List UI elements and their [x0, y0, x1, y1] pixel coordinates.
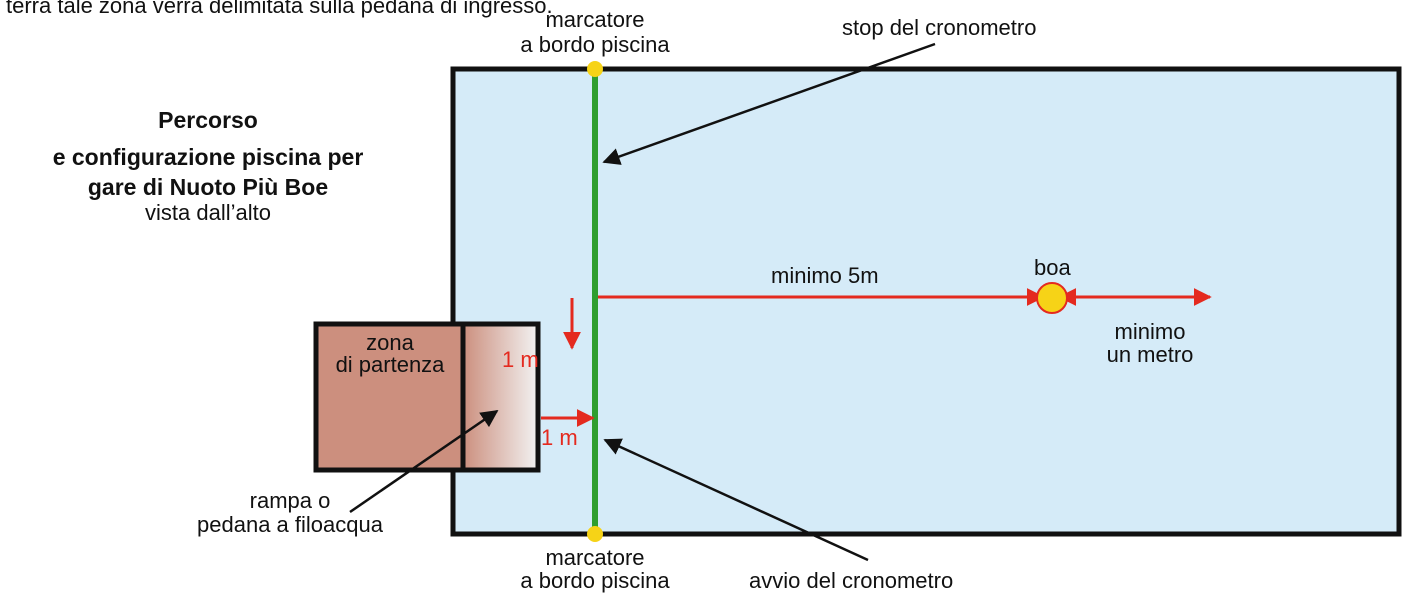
pointer-stop-timer — [602, 42, 936, 165]
title-line3: gare di Nuoto Più Boe — [87, 174, 329, 200]
start-zone-label-1: zona — [366, 330, 414, 355]
title-line4: vista dall’alto — [145, 200, 271, 225]
stop-timer-label: stop del cronometro — [842, 15, 1037, 40]
buoy-icon — [1036, 282, 1068, 314]
one-m-upper-label: 1 m — [502, 347, 539, 372]
marker-top — [587, 61, 603, 77]
marker-top-label-1: marcatore — [545, 7, 645, 32]
ramp — [460, 321, 541, 473]
ramp-label-2: pedana a filoacqua — [197, 512, 383, 537]
pointer-ramp — [349, 409, 499, 514]
pool-area — [450, 66, 1402, 537]
marker-top-label-2: a bordo piscina — [520, 32, 670, 57]
buoy-label: boa — [1034, 255, 1071, 280]
marker-bottom — [587, 526, 603, 542]
min-one-meter-label-1: minimo — [1114, 319, 1186, 344]
title-line1: Percorso — [158, 107, 258, 133]
header-text: terra tale zona verrà delimitata sulla p… — [6, 0, 553, 18]
start-timer-label: avvio del cronometro — [749, 568, 954, 593]
marker-bottom-label-1: marcatore — [545, 545, 645, 570]
marker-bottom-label-2: a bordo piscina — [520, 568, 670, 593]
min-one-meter-label-2: un metro — [1106, 342, 1194, 367]
min-5m-label: minimo 5m — [771, 263, 879, 288]
title-line2: e configurazione piscina per — [52, 144, 364, 170]
ramp-label-1: rampa o — [249, 488, 331, 513]
start-zone — [313, 321, 466, 473]
start-zone-label-2: di partenza — [335, 352, 445, 377]
one-m-lower-label: 1 m — [541, 425, 578, 450]
pointer-start-timer — [603, 438, 869, 562]
